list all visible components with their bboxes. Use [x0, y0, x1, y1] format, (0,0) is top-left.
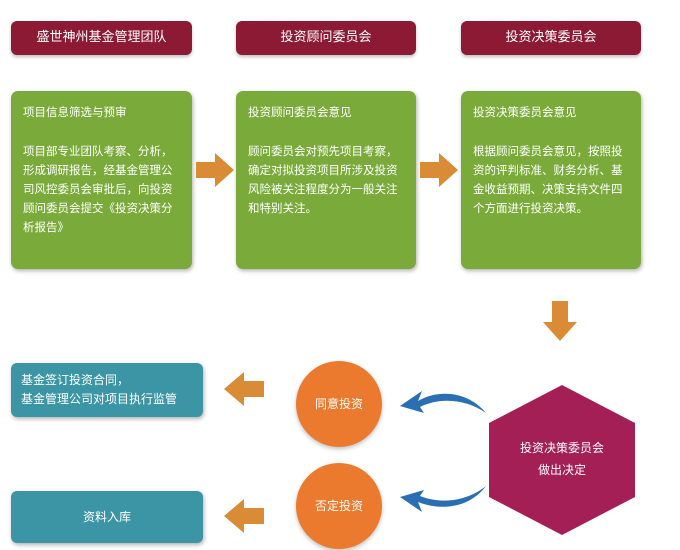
- card-project-screening: 项目信息筛选与预审 项目部专业团队考察、分析， 形成调研报告，经基金管理公 司风…: [11, 91, 192, 269]
- card-line: 形成调研报告，经基金管理公: [23, 163, 173, 177]
- decision-line: 投资决策委员会: [519, 441, 604, 455]
- header-advisory-committee: 投资顾问委员会: [236, 21, 416, 55]
- card-title: 项目信息筛选与预审: [23, 105, 127, 119]
- card-line: 和特别关注。: [248, 201, 317, 215]
- curved-arrow-icon: [400, 391, 486, 413]
- arrow-right-icon: [196, 153, 234, 187]
- card-advisory-opinion: 投资顾问委员会意见 顾问委员会对预先项目考察， 确定对拟投资项目所涉及投资 风险…: [236, 91, 416, 269]
- approve-result-box: 基金签订投资合同， 基金管理公司对项目执行监管: [11, 363, 203, 417]
- card-line: 资的评判标准、财务分析、基: [473, 163, 623, 177]
- header-fund-team: 盛世神州基金管理团队: [11, 21, 192, 55]
- decision-line: 做出决定: [537, 463, 586, 477]
- card-line: 个方面进行投资决策。: [473, 201, 588, 215]
- card-line: 金收益预期、决策支持文件四: [473, 182, 623, 196]
- card-title: 投资决策委员会意见: [473, 105, 577, 119]
- approve-result-line: 基金管理公司对项目执行监管: [21, 392, 178, 406]
- approve-result-line: 基金签订投资合同，: [21, 373, 130, 387]
- card-line: 顾问委员会对预先项目考察，: [248, 144, 398, 158]
- approve-circle: 同意投资: [296, 361, 382, 447]
- decision-hexagon: [489, 385, 635, 535]
- decision-label: 投资决策委员会 做出决定: [512, 437, 612, 481]
- arrow-left-icon: [224, 372, 264, 406]
- card-title: 投资顾问委员会意见: [248, 105, 352, 119]
- card-line: 风险被关注程度分为一般关注: [248, 182, 398, 196]
- curved-arrow-icon: [400, 486, 486, 512]
- card-line: 项目部专业团队考察、分析，: [23, 144, 173, 158]
- card-line: 析报告》: [23, 220, 69, 234]
- arrow-right-icon: [420, 153, 458, 187]
- card-line: 司风控委员会审批后，向投资: [23, 182, 173, 196]
- header-decision-committee: 投资决策委员会: [461, 21, 641, 55]
- card-line: 根据顾问委员会意见，按照投: [473, 144, 623, 158]
- arrow-down-icon: [543, 301, 577, 341]
- reject-circle: 否定投资: [296, 463, 382, 549]
- card-line: 确定对拟投资项目所涉及投资: [248, 163, 398, 177]
- reject-result-box: 资料入库: [11, 491, 203, 543]
- card-line: 顾问委员会提交《投资决策分: [23, 201, 173, 215]
- arrow-left-icon: [224, 499, 264, 533]
- card-decision-opinion: 投资决策委员会意见 根据顾问委员会意见，按照投 资的评判标准、财务分析、基 金收…: [461, 91, 641, 269]
